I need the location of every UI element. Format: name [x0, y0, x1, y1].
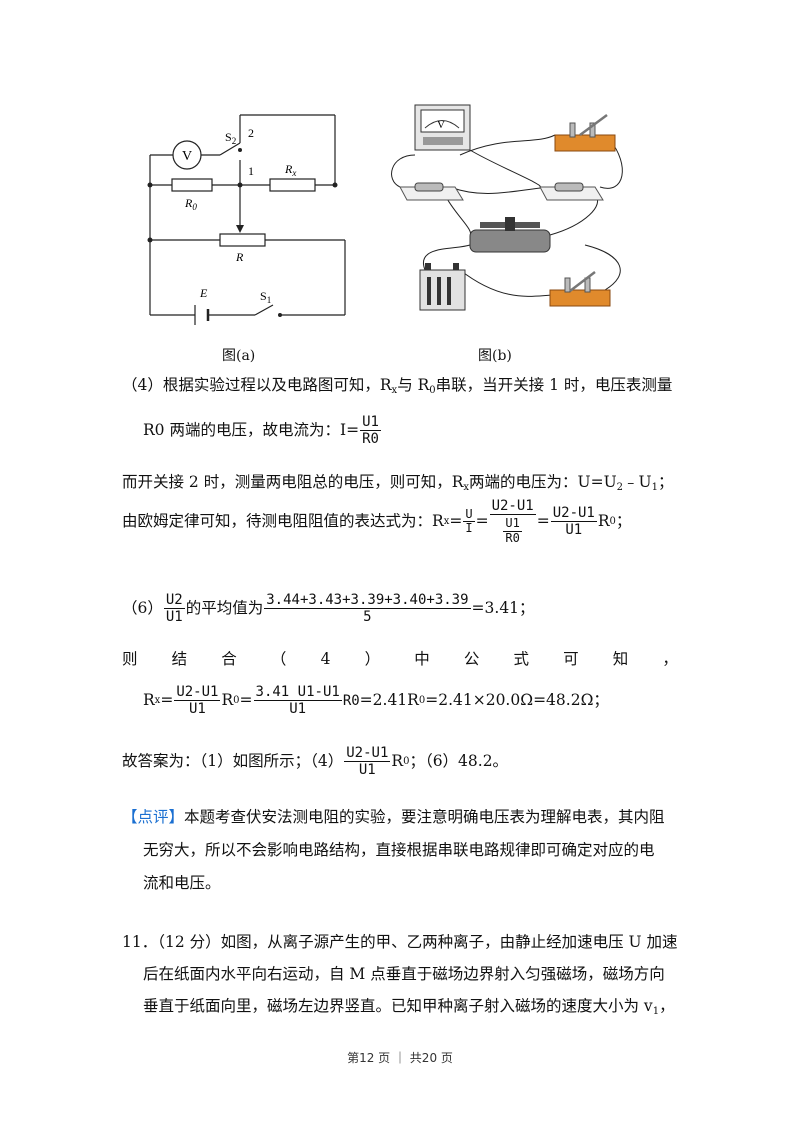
s4-line-1: （4）根据实验过程以及电路图可知，Rx与 R0串联，当开关接 1 时，电压表测量 — [122, 376, 673, 396]
s4-line-3: 而开关接 2 时，测量两电阻总的电压，则可知，Rx两端的电压为：U=U2﹣U1； — [122, 473, 674, 493]
current-fraction: U1 R0 — [360, 414, 381, 448]
figure-a-caption: 图(a) — [222, 348, 256, 364]
svg-text:E: E — [199, 286, 208, 300]
q11-line-3: 垂直于纸面向里，磁场左边界竖直。已知甲种离子射入磁场的速度大小为 v1， — [143, 997, 675, 1017]
comment-line-3: 流和电压。 — [143, 874, 221, 892]
voltmeter-label: V — [182, 149, 192, 164]
comment-line-1: 【点评】本题考查伏安法测电阻的实验，要注意明确电压表为理解电表，其内阻 — [122, 808, 665, 826]
s4-line-2: R0 两端的电压，故电流为：I= U1 R0 — [143, 414, 381, 448]
meter-label: V — [437, 119, 445, 131]
q11-line-1: 11．（12 分）如图，从离子源产生的甲、乙两种离子，由静止经加速电压 U 加速 — [122, 933, 678, 951]
svg-text:S2: S2 — [225, 130, 236, 146]
svg-text:R: R — [235, 250, 244, 264]
figure-b-caption: 图(b) — [478, 348, 512, 364]
q11-line-2: 后在纸面内水平向右运动，自 M 点垂直于磁场边界射入匀强磁场，磁场方向 — [143, 965, 665, 983]
comment-tag: 【点评】 — [122, 808, 185, 826]
svg-text:Rx: Rx — [284, 162, 296, 178]
s6-line-2: 则结合（4）中公式可知， — [122, 650, 678, 668]
svg-text:1: 1 — [248, 164, 254, 178]
svg-text:2: 2 — [248, 126, 254, 140]
page-footer: 第12 页 ｜ 共20 页 — [347, 1051, 453, 1065]
circuit-photo-b: V — [391, 104, 623, 311]
svg-text:R0: R0 — [184, 196, 197, 212]
svg-text:S1: S1 — [260, 289, 271, 305]
comment-line-2: 无穷大，所以不会影响电路结构，直接根据串联电路规律即可确定对应的电 — [143, 841, 655, 859]
circuit-diagram-a: V S2 2 1 Rx R0 R E S1 — [147, 114, 346, 325]
